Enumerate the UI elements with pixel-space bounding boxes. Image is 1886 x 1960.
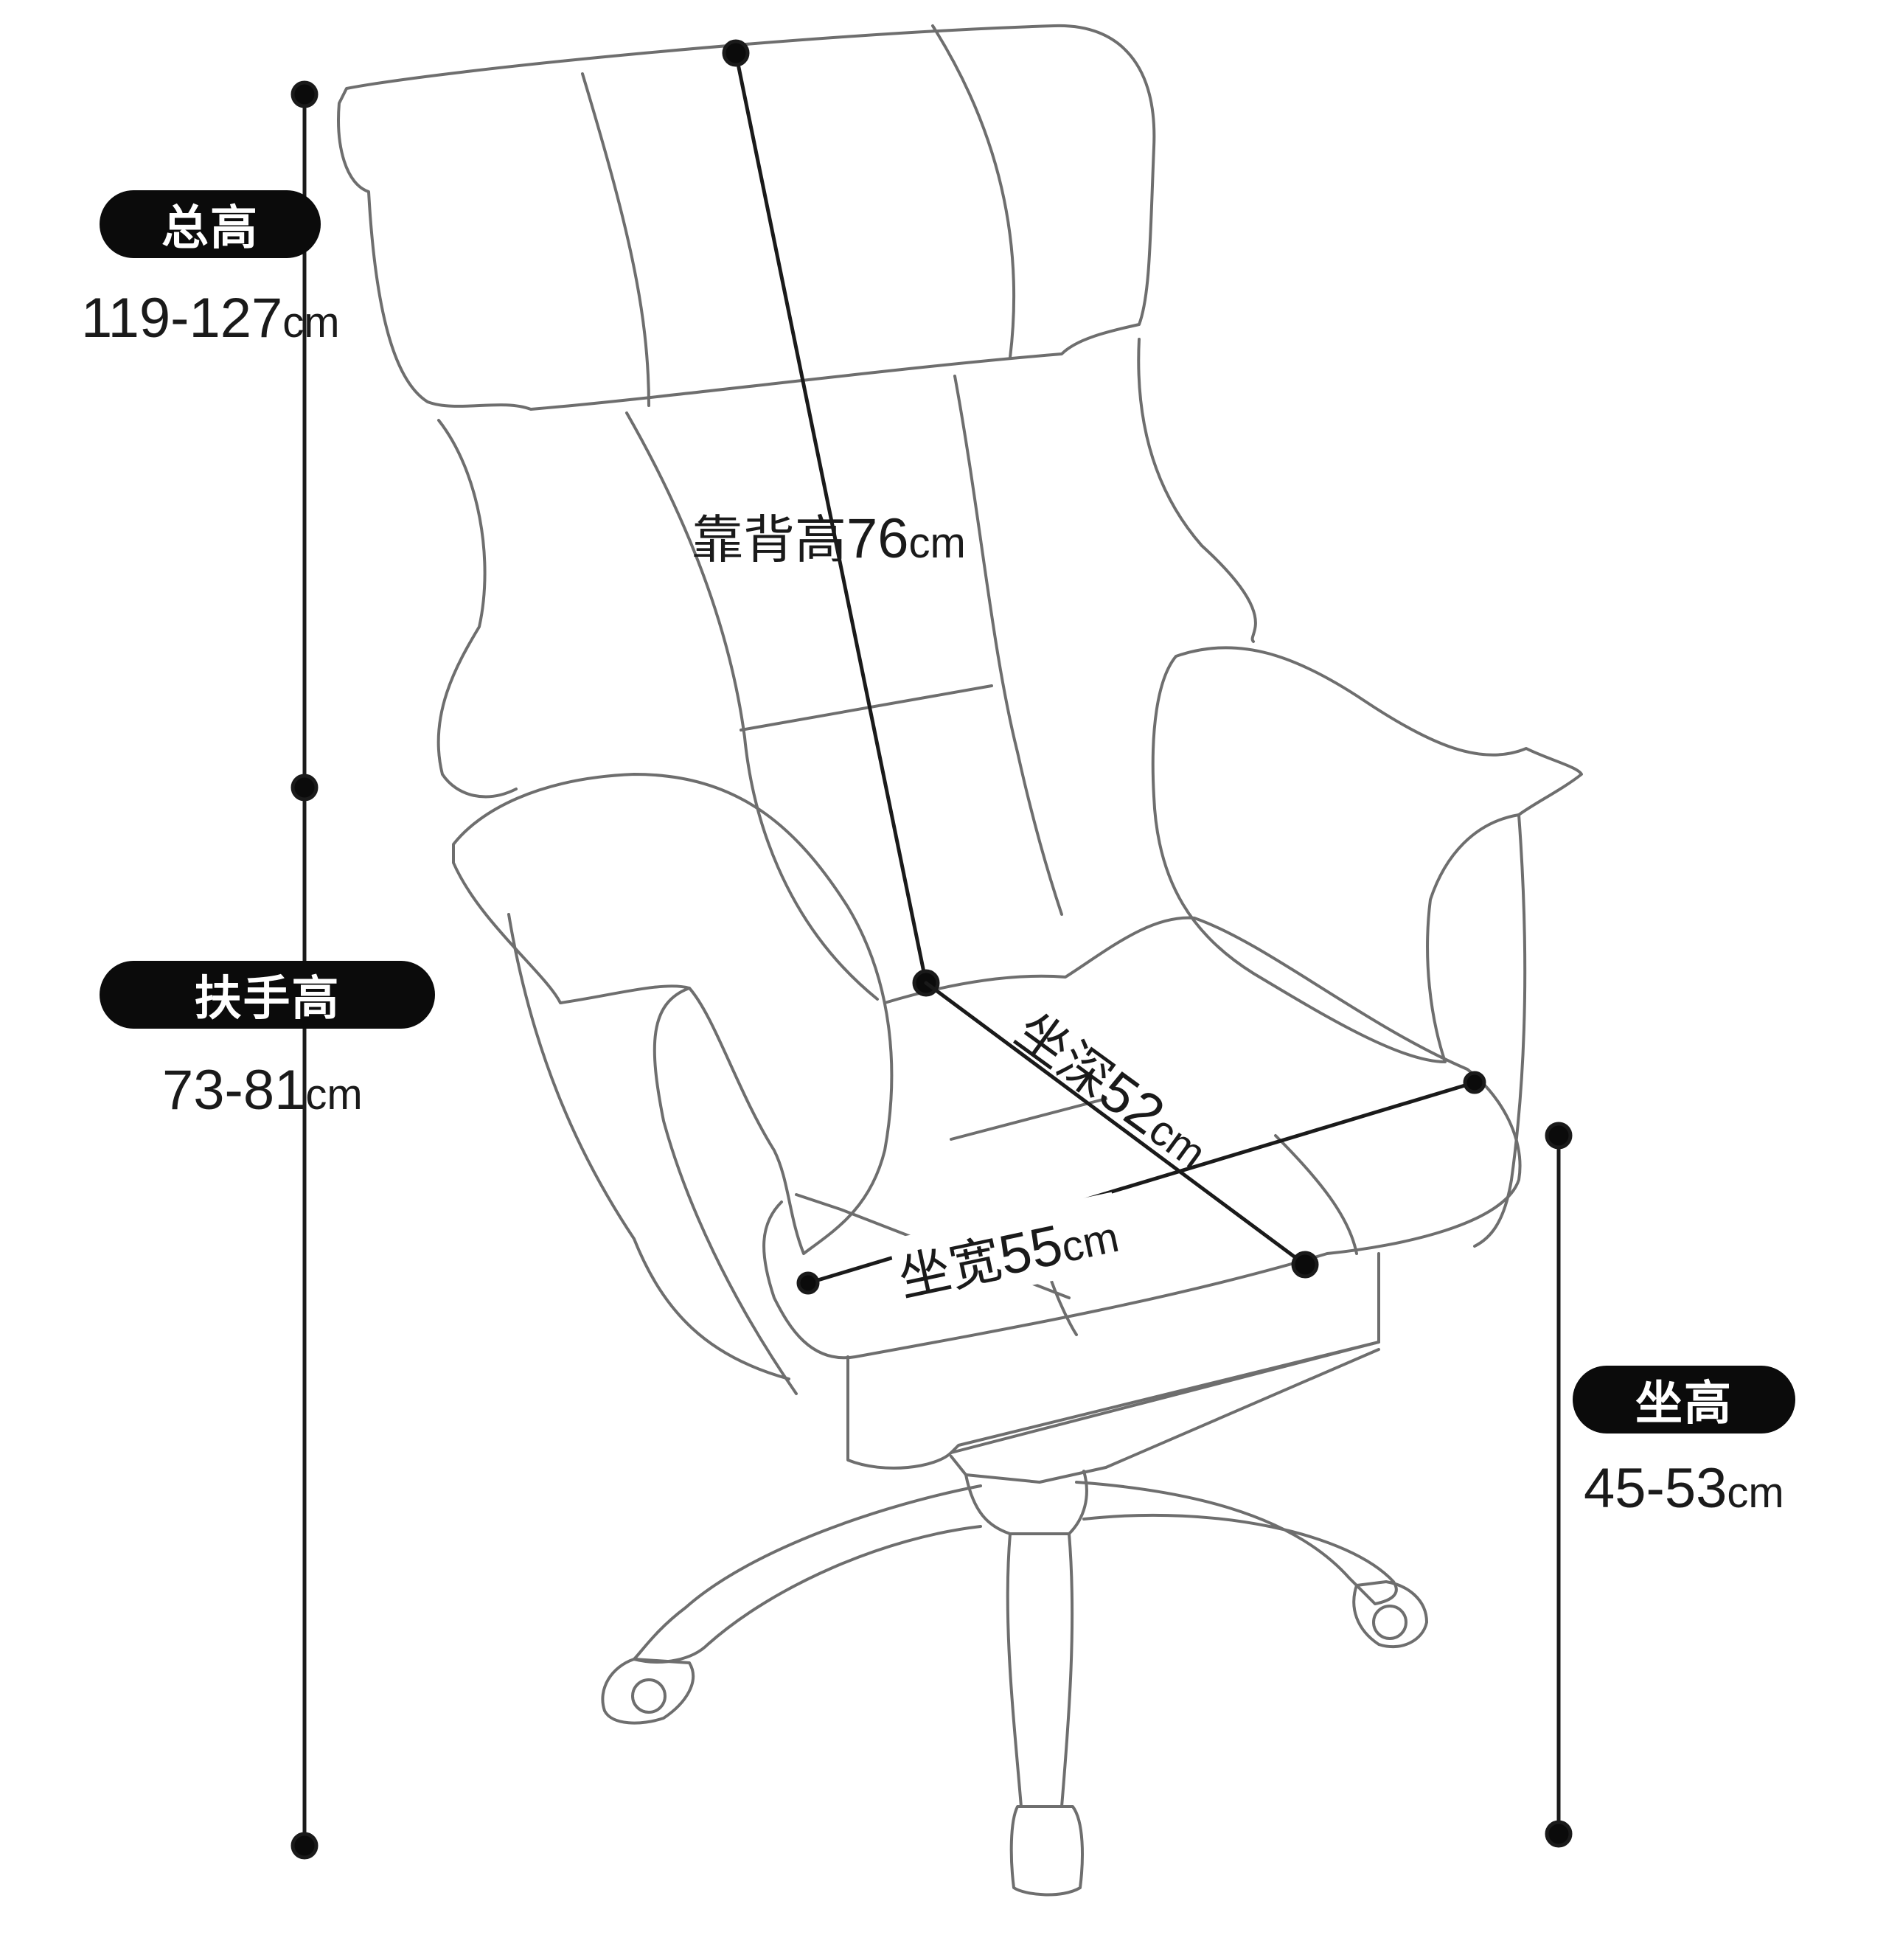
seat-base-bottom — [950, 1341, 1380, 1454]
armrest-height-number: 73-81 — [162, 1059, 306, 1122]
seat-seam-vert2 — [1274, 1134, 1358, 1255]
headrest-seam-left — [581, 72, 650, 407]
armrest-height-value: 73-81cm — [162, 1058, 363, 1122]
mechanism — [950, 1348, 1380, 1484]
backrest-top-dot — [722, 39, 750, 67]
seat-cushion — [762, 916, 1522, 1360]
backrest-crossline — [740, 684, 993, 731]
armrest-height-top-dot — [290, 774, 319, 802]
backrest-height-number: 76 — [846, 507, 909, 570]
total-height-bottom-dot — [290, 1832, 319, 1860]
seat-seam-mid — [950, 1097, 1107, 1141]
backrest-right-wing — [1137, 338, 1257, 643]
seat-depth-end-dot — [1291, 1251, 1319, 1279]
caster-center — [1009, 1805, 1084, 1897]
total-height-unit: cm — [282, 299, 340, 347]
caster-right — [1352, 1580, 1428, 1649]
seat-height-number: 45-53 — [1584, 1457, 1727, 1520]
seat-height-value: 45-53cm — [1584, 1456, 1784, 1521]
left-armrest-front — [653, 987, 798, 1395]
total-height-number: 119-127 — [81, 287, 283, 350]
backrest-height-text: 靠背高76cm — [692, 498, 966, 573]
backrest-panel-left — [625, 411, 879, 1001]
left-armrest-side — [507, 913, 790, 1380]
left-armrest — [452, 773, 894, 1255]
leg-right — [1075, 1481, 1398, 1605]
right-armrest-side — [1473, 813, 1527, 1248]
seat-depth-line — [924, 981, 1307, 1267]
seat-height-bottom-dot — [1545, 1820, 1573, 1848]
seat-height-label: 坐高 — [1573, 1366, 1795, 1433]
headrest-seam-right — [931, 24, 1016, 359]
total-height-label: 总高 — [100, 190, 321, 258]
leg-center — [1006, 1532, 1074, 1808]
seat-width-right-dot — [1463, 1071, 1486, 1094]
backrest-height-line — [734, 51, 928, 985]
right-armrest — [1151, 646, 1583, 1063]
seat-width-unit: cm — [1057, 1212, 1124, 1272]
backrest-height-unit: cm — [908, 519, 966, 567]
backrest-left-wing — [436, 419, 518, 799]
total-height-top-dot — [290, 80, 319, 108]
seat-width-left-dot — [796, 1271, 820, 1295]
seat-height-unit: cm — [1727, 1469, 1784, 1517]
backrest-height-label: 靠背高 — [692, 510, 846, 570]
armrest-height-label: 扶手高 — [100, 961, 435, 1029]
total-height-value: 119-127cm — [81, 286, 340, 350]
leg-left — [633, 1484, 982, 1664]
headrest-outline — [337, 24, 1156, 411]
backrest-panel-right — [953, 375, 1063, 916]
caster-right-wheel — [1372, 1605, 1407, 1640]
seat-height-top-dot — [1545, 1122, 1573, 1150]
caster-left — [601, 1658, 695, 1725]
armrest-height-unit: cm — [305, 1071, 363, 1119]
caster-left-wheel — [631, 1678, 667, 1714]
